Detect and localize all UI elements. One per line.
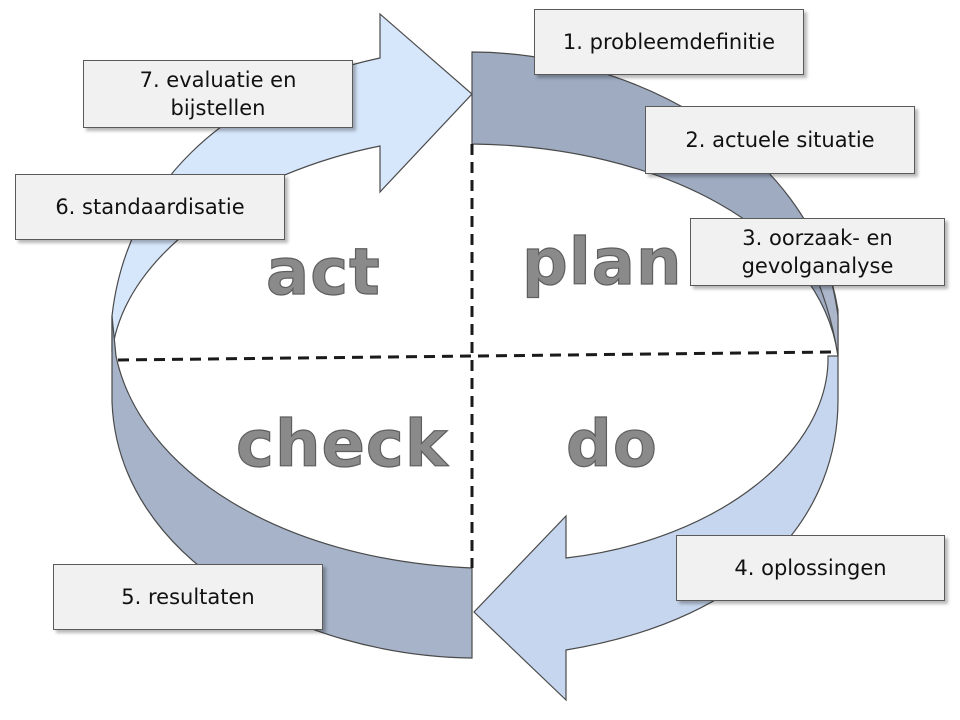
do-arrow <box>473 355 839 702</box>
step-4-box: 4. oplossingen <box>676 535 945 601</box>
plan-band <box>471 51 839 357</box>
check-band <box>111 315 473 659</box>
step-2-box: 2. actuele situatie <box>645 106 915 174</box>
quadrant-plan-label: plan <box>522 226 683 300</box>
step-1-box: 1. probleemdefinitie <box>534 9 804 75</box>
step-5-box: 5. resultaten <box>53 564 323 630</box>
step-3-box: 3. oorzaak- en gevolganalyse <box>690 218 945 286</box>
step-6-box: 6. standaardisatie <box>15 174 285 240</box>
quadrant-act-label: act <box>266 236 381 310</box>
quadrant-check-label: check <box>236 408 449 482</box>
quadrant-do-label: do <box>566 408 658 482</box>
horizontal-dashed-divider <box>117 350 833 362</box>
step-7-box: 7. evaluatie en bijstellen <box>83 60 353 128</box>
